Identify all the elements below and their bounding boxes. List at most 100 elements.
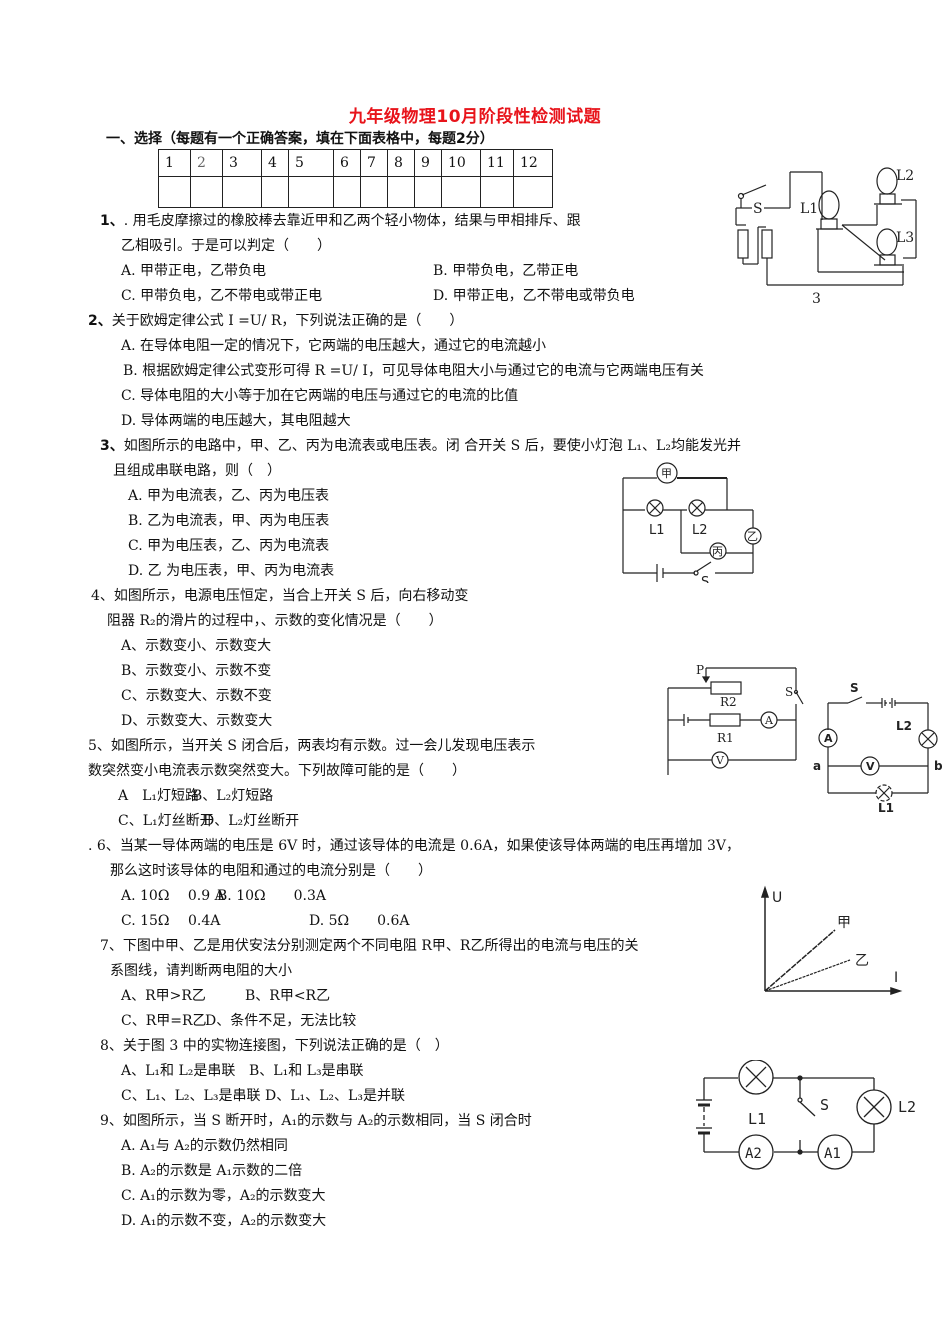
answer-header-cell: 8 xyxy=(387,149,415,177)
option-b[interactable]: B. A₂的示数是 A₁示数的二倍 xyxy=(121,1163,303,1179)
label-y-axis: U xyxy=(772,890,782,906)
option-a[interactable]: A. A₁与 A₂的示数仍然相同 xyxy=(121,1138,288,1154)
switch-pivot-icon xyxy=(737,192,745,200)
option-b[interactable]: B、示数变小、示数不变 xyxy=(121,663,272,679)
answer-cell-3[interactable] xyxy=(222,176,262,208)
label-a2: A2 xyxy=(745,1146,762,1162)
battery-cell-icon xyxy=(737,229,749,259)
question-number: 4、 xyxy=(91,588,114,604)
section-heading: 一、选择（每题有一个正确答案，填在下面表格中，每题2分） xyxy=(106,131,494,147)
label-v: V xyxy=(715,754,725,767)
option-b[interactable]: B. 甲带负电，乙带正电 xyxy=(433,263,579,279)
option-d[interactable]: D. 5Ω 0.6A xyxy=(309,913,410,929)
switch-icon xyxy=(696,561,712,572)
question-number: 8、 xyxy=(100,1038,123,1054)
question-number: 1、 xyxy=(100,213,124,229)
option-b[interactable]: B、R甲<R乙 xyxy=(245,988,331,1004)
answer-header-cell: 6 xyxy=(333,149,361,177)
answer-cell-12[interactable] xyxy=(513,176,553,208)
label-r1: R1 xyxy=(717,731,734,745)
answer-table: 1 2 3 4 5 6 7 8 9 10 11 12 xyxy=(158,149,553,208)
label-l1: L1 xyxy=(800,201,818,217)
option-c[interactable]: C. 导体电阻的大小等于加在它两端的电压与通过它的电流的比值 xyxy=(121,388,519,404)
battery-cell-icon xyxy=(761,229,773,259)
answer-cell-6[interactable] xyxy=(333,176,361,208)
answer-cell-8[interactable] xyxy=(387,176,415,208)
answer-header-cell: 5 xyxy=(288,149,334,177)
option-b[interactable]: B、L₂灯短路 xyxy=(192,788,274,804)
option-c[interactable]: C、R甲=R乙 xyxy=(121,1013,207,1029)
answer-cell-5[interactable] xyxy=(288,176,334,208)
label-l1: L1 xyxy=(878,801,894,815)
answer-table-header-row: 1 2 3 4 5 6 7 8 9 10 11 12 xyxy=(158,149,553,177)
switch-icon xyxy=(795,691,804,705)
label-jia: 甲 xyxy=(837,915,851,931)
option-d[interactable]: D、L₁、L₂、L₃是并联 xyxy=(265,1088,405,1104)
question-stem: 如图所示，电源电压恒定，当合上开关 S 后，向右移动变 xyxy=(113,588,469,604)
option-b[interactable]: B、L₁和 L₃是串联 xyxy=(249,1063,364,1079)
question-stem: 关于欧姆定律公式 I =U/ R，下列说法正确的是（ ） xyxy=(111,313,464,329)
option-d[interactable]: D、示数变大、示数变大 xyxy=(121,713,273,729)
option-c[interactable]: C、示数变大、示数不变 xyxy=(121,688,272,704)
label-l2: L2 xyxy=(896,719,912,733)
label-r2: R2 xyxy=(720,695,737,709)
answer-cell-4[interactable] xyxy=(261,176,289,208)
switch-lever-icon xyxy=(741,184,767,196)
option-d[interactable]: D. 导体两端的电压越大，其电阻越大 xyxy=(121,413,351,429)
option-a[interactable]: A、R甲>R乙 xyxy=(121,988,206,1004)
option-d[interactable]: D. A₁的示数不变，A₂的示数变大 xyxy=(121,1213,327,1229)
option-c[interactable]: C、L₁、L₂、L₃是串联 xyxy=(121,1088,261,1104)
answer-cell-1[interactable] xyxy=(158,176,191,208)
option-a[interactable]: A. 在导体电阻一定的情况下，它两端的电压越大，通过它的电流越小 xyxy=(121,338,547,354)
answer-cell-11[interactable] xyxy=(480,176,514,208)
label-s: S xyxy=(701,575,709,583)
question-stem: 且组成串联电路，则（ ） xyxy=(113,463,281,479)
option-c[interactable]: C. 甲带负电，乙不带电或带正电 xyxy=(121,288,323,304)
option-a[interactable]: A. 10Ω 0.9 A xyxy=(121,888,225,904)
option-b[interactable]: B. 10Ω 0.3A xyxy=(217,888,326,904)
question-stem: 那么这时该导体的电阻和通过的电流分别是（ ） xyxy=(110,863,432,879)
label-s: S xyxy=(753,201,763,217)
question-5-circuit-diagram: S A V L2 L1 a b xyxy=(813,681,943,815)
question-stem: 数突然变小电流表示数突然变大。下列故障可能的是（ ） xyxy=(88,763,466,779)
label-yi: 乙 xyxy=(747,530,758,543)
answer-cell-10[interactable] xyxy=(441,176,481,208)
label-l2: L2 xyxy=(692,523,708,538)
option-c[interactable]: C. 15Ω 0.4A xyxy=(121,913,221,929)
answer-cell-2[interactable] xyxy=(190,176,223,208)
question-stem: 关于图 3 中的实物连接图，下列说法正确的是（ ） xyxy=(122,1038,449,1054)
figure-caption: 3 xyxy=(812,291,821,307)
bulb-l1-icon xyxy=(738,1060,774,1095)
label-point-a: a xyxy=(813,759,821,773)
switch-pivot-icon xyxy=(797,1097,803,1103)
option-c[interactable]: C. A₁的示数为零，A₂的示数变大 xyxy=(121,1188,326,1204)
option-c[interactable]: C、L₁灯丝断开 xyxy=(118,813,214,829)
line-yi xyxy=(764,959,851,992)
label-x-axis: I xyxy=(894,970,898,986)
question-stem: . 用毛皮摩擦过的橡胶棒去靠近甲和乙两个轻小物体，结果与甲相排斥、跟 xyxy=(123,213,581,229)
answer-cell-7[interactable] xyxy=(360,176,388,208)
option-b[interactable]: B. 乙为电流表，甲、丙为电压表 xyxy=(128,513,330,529)
option-d[interactable]: D、L₂灯丝断开 xyxy=(203,813,300,829)
option-a[interactable]: A L₁灯短路 xyxy=(118,788,200,804)
option-b[interactable]: B. 根据欧姆定律公式变形可得 R =U/ I，可见导体电阻大小与通过它的电流与… xyxy=(123,363,704,379)
question-3-circuit-diagram: 甲 乙 丙 L1 L2 S xyxy=(622,462,762,583)
option-d[interactable]: D. 乙 为电压表，甲、丙为电流表 xyxy=(128,563,335,579)
option-a[interactable]: A. 甲为电流表，乙、丙为电压表 xyxy=(128,488,330,504)
bulb-l3-icon xyxy=(876,228,898,256)
answer-header-cell: 12 xyxy=(513,149,553,177)
label-yi: 乙 xyxy=(855,953,869,969)
question-4-circuit-diagram: P R2 R1 A V S xyxy=(667,663,804,775)
option-d[interactable]: D、条件不足，无法比较 xyxy=(205,1013,357,1029)
label-l3: L3 xyxy=(896,230,914,246)
label-p: P xyxy=(696,663,704,677)
option-a[interactable]: A、L₁和 L₂是串联 xyxy=(121,1063,236,1079)
answer-header-cell: 11 xyxy=(480,149,514,177)
option-a[interactable]: A. 甲带正电，乙带负电 xyxy=(121,263,267,279)
option-d[interactable]: D. 甲带正电，乙不带电或带负电 xyxy=(433,288,635,304)
x-axis-arrow-icon xyxy=(890,986,903,996)
option-c[interactable]: C. 甲为电压表，乙、丙为电流表 xyxy=(128,538,330,554)
question-stem: 如图所示，当 S 断开时，A₁的示数与 A₂的示数相同，当 S 闭合时 xyxy=(122,1113,532,1129)
option-a[interactable]: A、示数变小、示数变大 xyxy=(121,638,272,654)
answer-cell-9[interactable] xyxy=(414,176,442,208)
